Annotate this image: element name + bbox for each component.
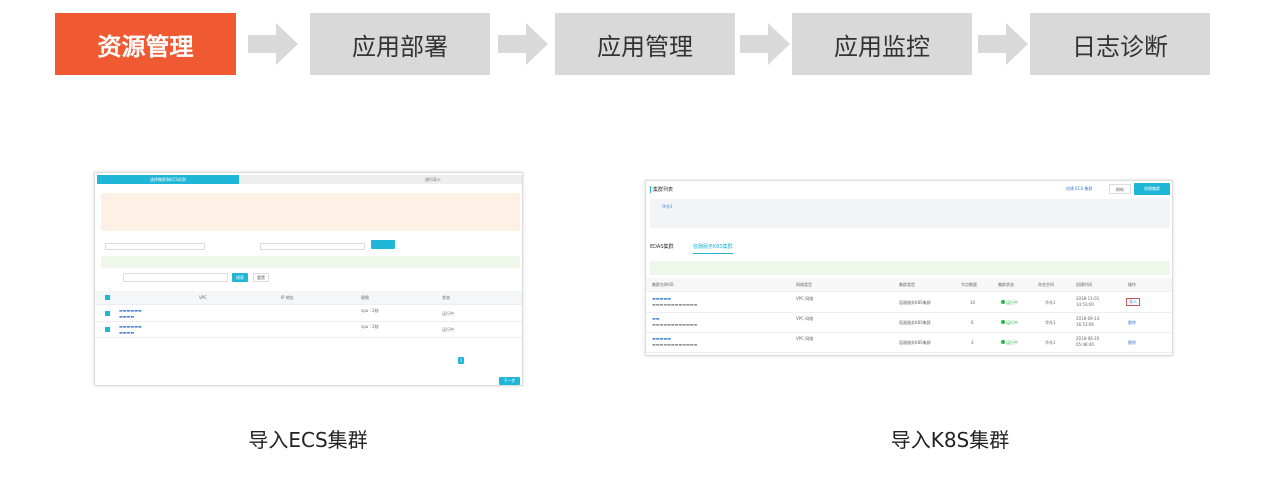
table-row: ▬▬▬▬▬▬▬▬▬▬▬▬▬▬ VPC 网络 容器服务K8S集群 6 运行中 华东…: [646, 313, 1172, 333]
tip-notice: [650, 261, 1170, 275]
table-row: ▬▬▬▬▬▬▬▬▬▬ cpu : 2核 运行中: [95, 322, 522, 338]
create-ecs-cluster-link[interactable]: 创建 ECS 集群: [1066, 186, 1093, 191]
arrow-right-icon: [248, 23, 298, 65]
ecs-caption: 导入ECS集群: [248, 428, 368, 452]
cluster-list-title: 集群列表: [650, 186, 673, 193]
tab-k8s-cluster[interactable]: 容器服务K8S集群: [693, 243, 733, 254]
step-app-monitoring[interactable]: 应用监控: [792, 13, 972, 75]
tab-edas-cluster[interactable]: EDAS集群: [650, 244, 674, 250]
import-button[interactable]: 导入: [1126, 298, 1140, 306]
search-button[interactable]: 搜索: [232, 273, 248, 282]
step-app-management[interactable]: 应用管理: [555, 13, 735, 75]
delete-button[interactable]: 删除: [1128, 340, 1136, 345]
select-all-checkbox[interactable]: [105, 295, 110, 300]
step-resource-management[interactable]: 资源管理: [55, 13, 236, 75]
row-checkbox[interactable]: [105, 311, 110, 316]
page-1-button[interactable]: 1: [458, 357, 464, 364]
arrow-right-icon: [978, 23, 1028, 65]
table-row: ▬▬▬▬▬▬▬▬▬▬ cpu : 2核 运行中: [95, 306, 522, 322]
region-selector[interactable]: 华东1: [650, 199, 1170, 228]
arrow-right-icon: [498, 23, 548, 65]
refresh-button[interactable]: 刷新: [1109, 184, 1131, 194]
step-app-deployment[interactable]: 应用部署: [310, 13, 490, 75]
reset-button[interactable]: 重置: [253, 273, 269, 282]
wizard-step-3: 进行导入: [425, 177, 441, 182]
create-cluster-button[interactable]: [371, 240, 395, 249]
tip-notice: [101, 256, 520, 268]
k8s-caption: 导入K8S集群: [890, 428, 1010, 452]
row-checkbox[interactable]: [105, 327, 110, 332]
warning-notice: [101, 193, 520, 231]
next-button[interactable]: 下一步: [499, 377, 520, 385]
ecs-import-screenshot: 选择集群和ECS实例 进行导入 搜索 重置 VPC IP 地址 规格 状态 ▬▬…: [94, 172, 523, 386]
create-cluster-button[interactable]: 创建集群: [1134, 183, 1170, 195]
k8s-import-screenshot: 集群列表 创建 ECS 集群 刷新 创建集群 华东1 EDAS集群 容器服务K8…: [645, 180, 1173, 356]
wizard-step-1: 选择集群和ECS实例: [97, 175, 239, 184]
instance-search-input[interactable]: [123, 273, 228, 282]
table-row: ▬▬▬▬▬▬▬▬▬▬▬▬▬▬▬▬▬ VPC 网络 容器服务K8S集群 10 运行…: [646, 293, 1172, 313]
delete-button[interactable]: 删除: [1128, 320, 1136, 325]
table-row: ▬▬▬▬▬▬▬▬▬▬▬▬▬▬▬▬▬ VPC 网络 容器服务K8S集群 3 运行中…: [646, 333, 1172, 353]
step-log-diagnosis[interactable]: 日志诊断: [1030, 13, 1210, 75]
arrow-right-icon: [740, 23, 790, 65]
